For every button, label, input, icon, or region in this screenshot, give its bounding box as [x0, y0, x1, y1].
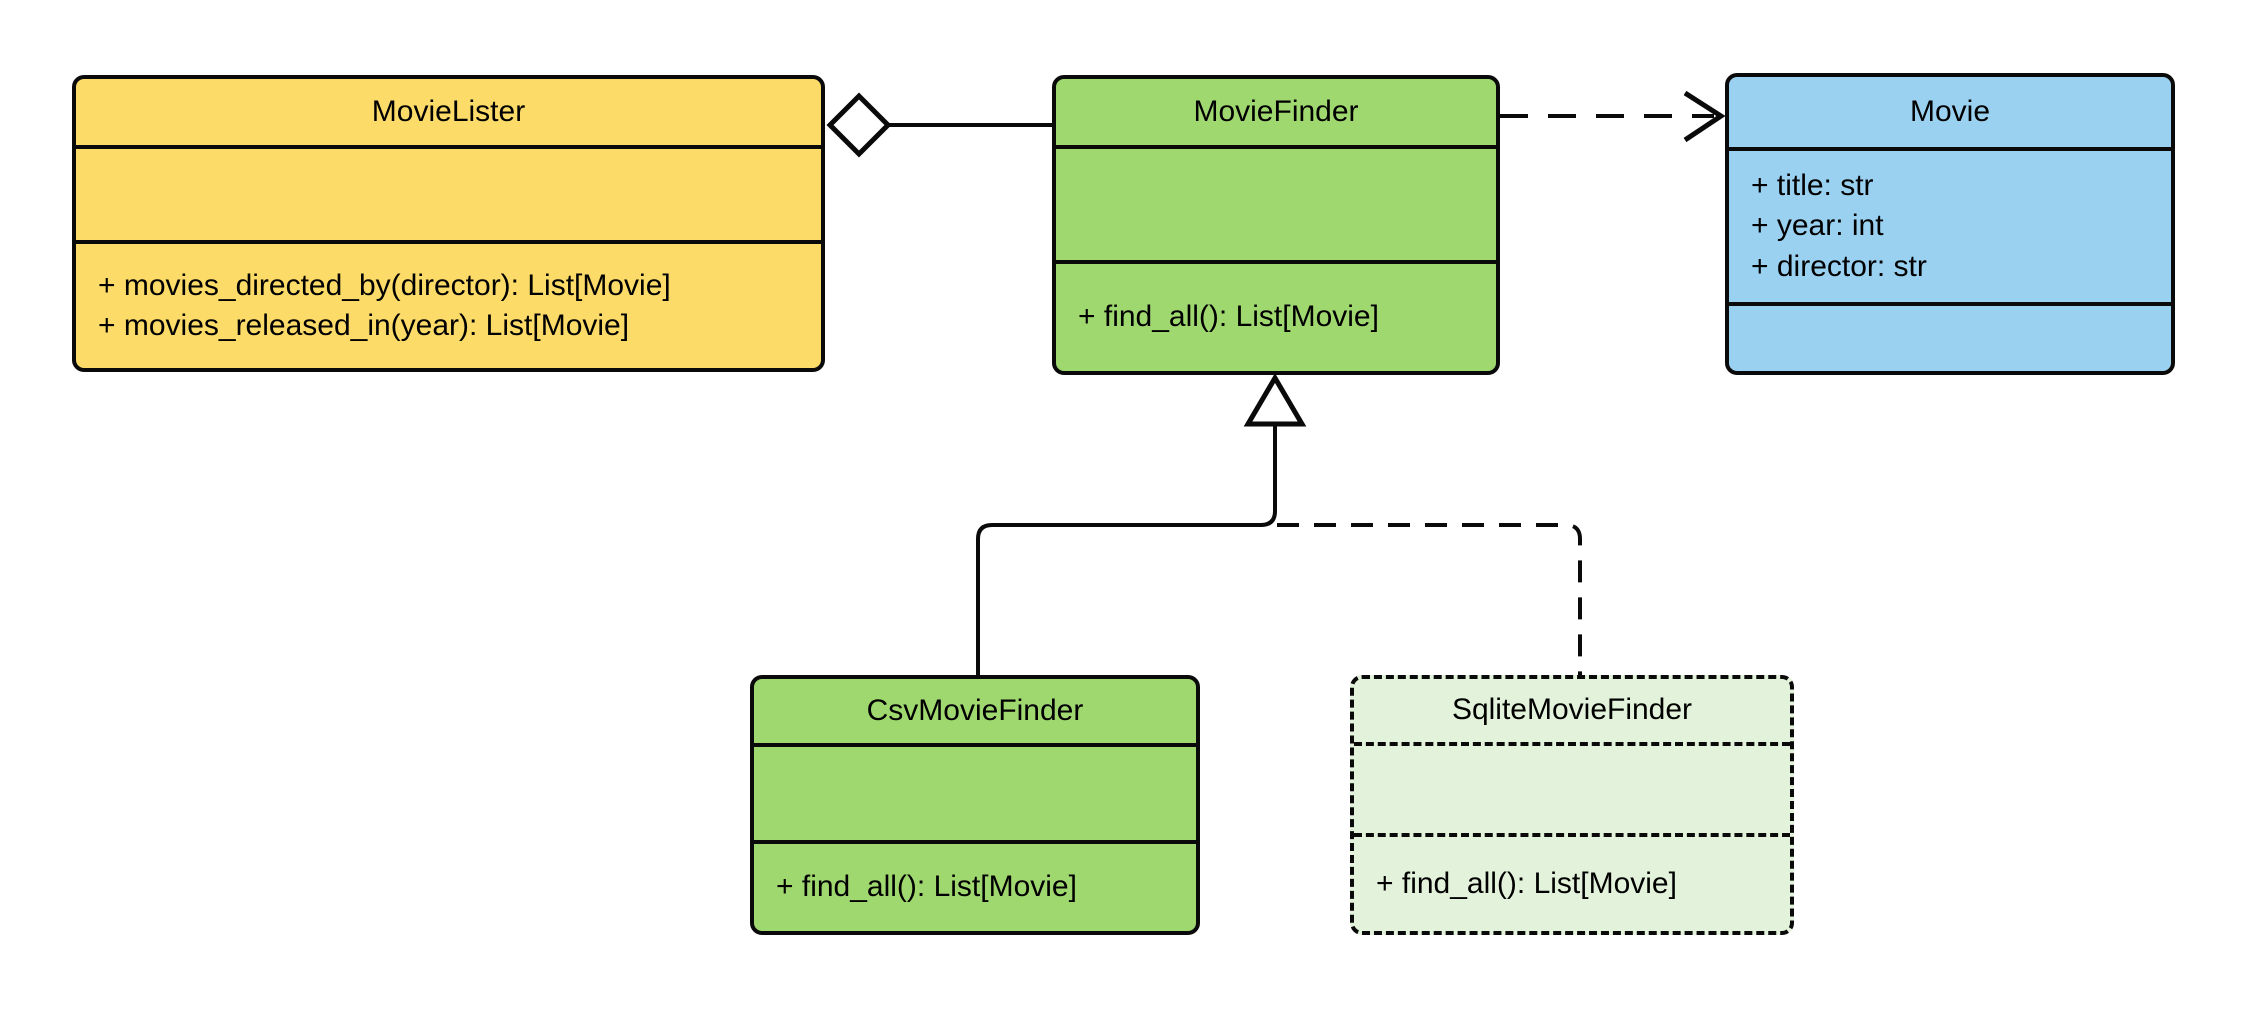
class-attributes-empty	[1056, 145, 1496, 260]
attribute-label: + title: str	[1751, 168, 1874, 202]
class-attributes-empty	[76, 145, 821, 240]
attribute-label: + year: int	[1751, 209, 1884, 243]
class-title: MovieLister	[371, 94, 526, 128]
class-title: Movie	[1909, 94, 1991, 128]
method-label: + movies_released_in(year): List[Movie]	[98, 309, 630, 342]
inheritance-branch-solid	[976, 510, 1277, 675]
inheritance-branch-dashed	[1277, 523, 1582, 675]
class-movie: Movie + title: str + year: int + directo…	[1725, 73, 2175, 375]
class-attributes: + title: str + year: int + director: str	[1729, 147, 2171, 302]
method-label: + find_all(): List[Movie]	[776, 870, 1077, 904]
class-attributes-empty	[754, 743, 1196, 840]
class-title: CsvMovieFinder	[866, 693, 1084, 727]
class-csvmoviefinder: CsvMovieFinder + find_all(): List[Movie]	[750, 675, 1200, 935]
attribute-label: + director: str	[1751, 249, 1927, 283]
class-methods: + movies_directed_by(director): List[Mov…	[76, 240, 821, 368]
class-moviefinder: MovieFinder + find_all(): List[Movie]	[1052, 75, 1500, 375]
class-movielister: MovieLister + movies_directed_by(directo…	[72, 75, 825, 372]
method-label: + find_all(): List[Movie]	[1078, 300, 1379, 334]
class-methods-empty	[1729, 302, 2171, 371]
aggregation-diamond	[826, 92, 892, 158]
method-label: + movies_directed_by(director): List[Mov…	[98, 268, 671, 302]
class-attributes-empty	[1354, 742, 1790, 833]
class-title: SqliteMovieFinder	[1451, 693, 1693, 727]
class-methods: + find_all(): List[Movie]	[1056, 260, 1496, 371]
method-label: + find_all(): List[Movie]	[1376, 866, 1677, 900]
dependency-arrowhead	[1683, 90, 1726, 143]
class-methods: + find_all(): List[Movie]	[754, 840, 1196, 931]
class-title: MovieFinder	[1193, 94, 1359, 128]
inheritance-triangle	[1243, 373, 1307, 427]
class-sqlitemoviefinder: SqliteMovieFinder + find_all(): List[Mov…	[1350, 675, 1794, 935]
class-methods: + find_all(): List[Movie]	[1354, 833, 1790, 931]
